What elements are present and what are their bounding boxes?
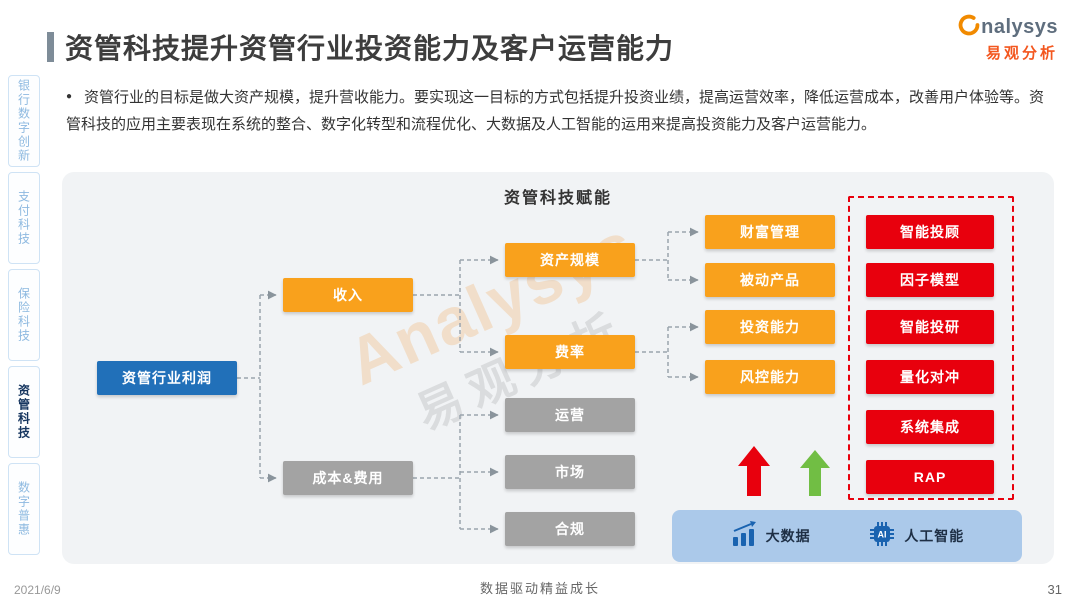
node-income: 收入 bbox=[283, 278, 413, 312]
sidebar: 银行数字创新 支付科技 保险科技 资管科技 数字普惠 bbox=[8, 75, 40, 555]
tech-highlight-frame bbox=[848, 196, 1014, 500]
node-cost-expense: 成本&费用 bbox=[283, 461, 413, 495]
footer-page-number: 31 bbox=[1047, 582, 1062, 597]
bullet-icon: ● bbox=[66, 91, 73, 102]
header: 资管科技提升资管行业投资能力及客户运营能力 bbox=[47, 27, 674, 67]
red-up-arrow-icon bbox=[738, 446, 770, 501]
node-quant-hedging: 量化对冲 bbox=[866, 360, 994, 394]
intro-paragraph: ●资管行业的目标是做大资产规模，提升营收能力。要实现这一目标的方式包括提升投资业… bbox=[66, 85, 1054, 138]
node-passive-products: 被动产品 bbox=[705, 263, 835, 297]
node-factor-model: 因子模型 bbox=[866, 263, 994, 297]
footer-slogan: 数据驱动精益成长 bbox=[479, 581, 600, 596]
sidebar-item-digital-inclusion[interactable]: 数字普惠 bbox=[8, 463, 40, 555]
node-system-integration: 系统集成 bbox=[866, 410, 994, 444]
logo-swoosh-icon bbox=[958, 14, 980, 41]
green-up-arrow-icon bbox=[800, 450, 830, 501]
enabler-big-data: 大数据 bbox=[730, 520, 811, 553]
node-fee-rate: 费率 bbox=[505, 335, 635, 369]
node-rap: RAP bbox=[866, 460, 994, 494]
node-risk-control: 风控能力 bbox=[705, 360, 835, 394]
sidebar-item-banking-digital[interactable]: 银行数字创新 bbox=[8, 75, 40, 167]
node-smart-research: 智能投研 bbox=[866, 310, 994, 344]
node-smart-advisory: 智能投顾 bbox=[866, 215, 994, 249]
enabler-label: 大数据 bbox=[765, 528, 811, 544]
node-market: 市场 bbox=[505, 455, 635, 489]
intro-text: 资管行业的目标是做大资产规模，提升营收能力。要实现这一目标的方式包括提升投资业绩… bbox=[66, 89, 1045, 133]
node-invest-capability: 投资能力 bbox=[705, 310, 835, 344]
sidebar-item-insurance-tech[interactable]: 保险科技 bbox=[8, 269, 40, 361]
logo-subtitle: 易观分析 bbox=[985, 45, 1058, 62]
node-operations: 运营 bbox=[505, 398, 635, 432]
enabler-ai: AI 人工智能 bbox=[868, 520, 964, 553]
sidebar-item-payment-tech[interactable]: 支付科技 bbox=[8, 172, 40, 264]
title-accent-bar bbox=[47, 32, 54, 62]
footer-date: 2021/6/9 bbox=[14, 583, 61, 597]
diagram-panel: 资管科技赋能 Analysys 易观分析 bbox=[62, 172, 1054, 564]
node-asset-scale: 资产规模 bbox=[505, 243, 635, 277]
ai-chip-icon: AI bbox=[868, 520, 896, 553]
enabler-label: 人工智能 bbox=[904, 528, 965, 544]
analysys-logo: nalysys 易观分析 bbox=[958, 14, 1058, 63]
node-industry-profit: 资管行业利润 bbox=[97, 361, 237, 395]
diagram-title: 资管科技赋能 bbox=[503, 190, 612, 207]
enabler-bar: 大数据 AI 人工智能 bbox=[672, 510, 1022, 562]
page-title: 资管科技提升资管行业投资能力及客户运营能力 bbox=[65, 33, 675, 64]
logo-name: nalysys bbox=[981, 16, 1058, 38]
svg-text:AI: AI bbox=[878, 529, 887, 539]
node-compliance: 合规 bbox=[505, 512, 635, 546]
sidebar-item-asset-mgmt-tech[interactable]: 资管科技 bbox=[8, 366, 40, 458]
bar-chart-icon bbox=[730, 520, 758, 553]
node-wealth-management: 财富管理 bbox=[705, 215, 835, 249]
